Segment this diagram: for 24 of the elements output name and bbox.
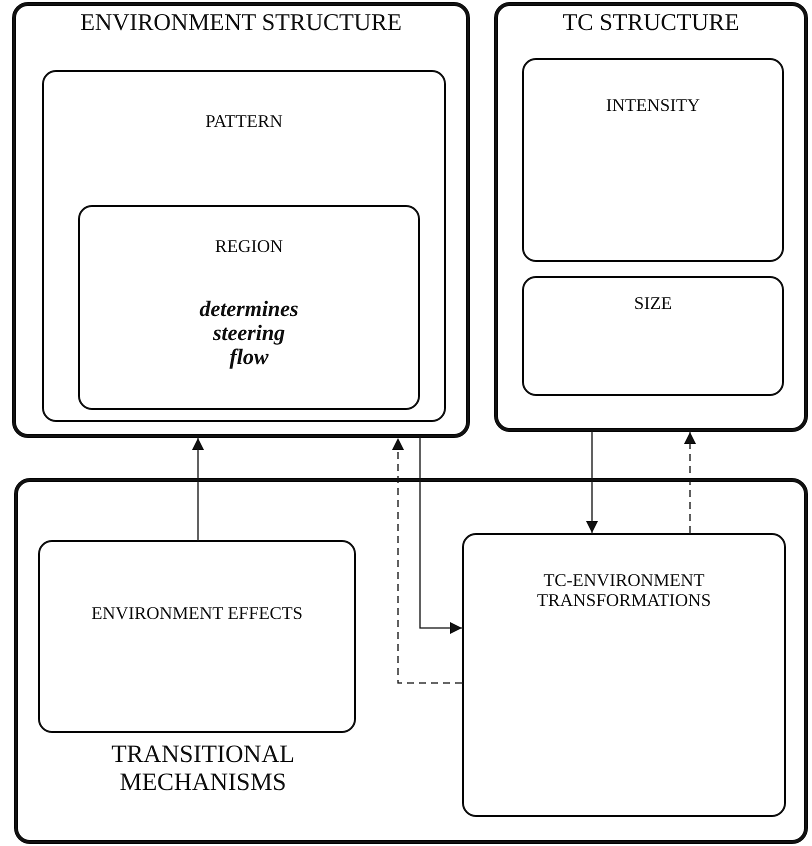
arrow bbox=[192, 438, 204, 540]
box-title: TC STRUCTURE bbox=[562, 10, 740, 36]
process-box bbox=[522, 58, 784, 262]
box-title: SIZE bbox=[633, 294, 673, 314]
group-panel bbox=[494, 2, 808, 432]
process-box bbox=[78, 205, 420, 410]
process-box bbox=[522, 276, 784, 396]
process-box bbox=[42, 70, 446, 422]
box-title: ENVIRONMENT EFFECTS bbox=[90, 604, 304, 624]
box-title: TC-ENVIRONMENT TRANSFORMATIONS bbox=[536, 571, 712, 611]
box-title: REGION bbox=[214, 237, 284, 257]
process-box bbox=[38, 540, 356, 733]
box-title: INTENSITY bbox=[605, 96, 701, 116]
arrow bbox=[419, 438, 462, 634]
box-note: determines steering flow bbox=[198, 297, 300, 370]
box-title: PATTERN bbox=[204, 112, 284, 132]
process-box bbox=[462, 533, 786, 817]
box-title: ENVIRONMENT STRUCTURE bbox=[79, 10, 403, 36]
arrow bbox=[586, 432, 598, 533]
group-title: TRANSITIONAL MECHANISMS bbox=[110, 741, 296, 796]
arrow bbox=[392, 438, 462, 684]
group-panel bbox=[12, 2, 470, 438]
arrow bbox=[684, 432, 696, 533]
group-panel bbox=[14, 478, 808, 844]
